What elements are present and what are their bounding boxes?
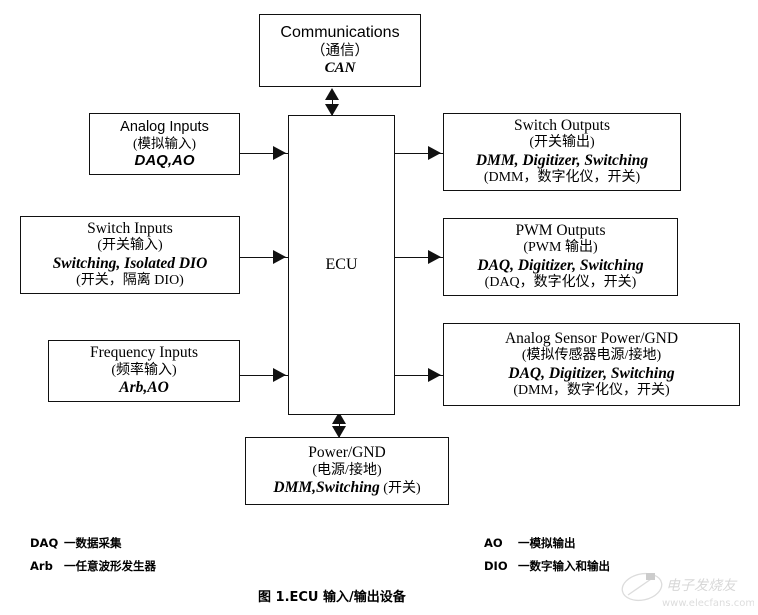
arrowhead-down-power-gnd <box>332 426 346 438</box>
power-gnd-title: Power/GND <box>308 444 386 462</box>
block-switch-inputs: Switch Inputs (开关输入) Switching, Isolated… <box>20 216 240 294</box>
legend-desc-dio: 一数字输入和输出 <box>518 559 610 573</box>
legend-key-daq: DAQ <box>30 536 59 550</box>
analog-inputs-title: Analog Inputs <box>120 118 209 135</box>
block-ecu: ECU <box>288 115 395 415</box>
arrowhead-up-ecu-bottom <box>332 412 346 424</box>
watermark-text: 电子发烧友 <box>666 578 738 594</box>
analog-sensor-power-subtitle: (模拟传感器电源/接地) <box>521 347 662 363</box>
connector-ecu-switch-outputs <box>395 153 443 154</box>
arrowhead-right-switch-inputs <box>273 250 286 264</box>
connector-ecu-pwm-outputs <box>395 257 443 258</box>
connector-communications-ecu <box>332 91 333 115</box>
legend-key-dio: DIO <box>484 559 508 573</box>
legend-key-ao: AO <box>484 536 503 550</box>
block-switch-outputs: Switch Outputs (开关输出) DMM, Digitizer, Sw… <box>443 113 681 191</box>
watermark-elecfans: 电子发烧友 www.elecfans.com <box>621 572 754 609</box>
arrowhead-right-analog-inputs <box>273 146 286 160</box>
pwm-outputs-subtitle: (PWM 输出) <box>523 240 598 256</box>
block-frequency-inputs: Frequency Inputs (频率输入) Arb,AO <box>48 340 240 402</box>
power-gnd-devices-line: DMM,Switching (开关) <box>273 479 420 498</box>
legend-item-arb: Arb 一任意波形发生器 <box>30 558 156 574</box>
block-analog-sensor-power: Analog Sensor Power/GND (模拟传感器电源/接地) DAQ… <box>443 323 740 406</box>
analog-inputs-subtitle: (模拟输入) <box>133 135 196 151</box>
legend-key-arb: Arb <box>30 559 53 573</box>
frequency-inputs-devices: Arb,AO <box>119 379 169 397</box>
communications-title: Communications <box>280 23 400 41</box>
pwm-outputs-title: PWM Outputs <box>515 222 606 240</box>
block-communications: Communications （通信） CAN <box>259 14 421 87</box>
pwm-outputs-devices-cn: (DAQ，数字化仪，开关) <box>484 275 637 291</box>
arrowhead-right-pwm-outputs <box>428 250 441 264</box>
block-analog-inputs: Analog Inputs (模拟输入) DAQ,AO <box>89 113 240 175</box>
power-gnd-devices: DMM,Switching <box>273 479 380 497</box>
legend-item-dio: DIO 一数字输入和输出 <box>484 558 610 574</box>
power-gnd-subtitle: (电源/接地) <box>312 462 382 478</box>
connector-switch-inputs-ecu <box>240 257 288 258</box>
switch-inputs-subtitle: (开关输入) <box>97 238 163 254</box>
analog-sensor-power-title: Analog Sensor Power/GND <box>504 329 679 347</box>
switch-outputs-subtitle: (开关输出) <box>529 135 595 151</box>
power-gnd-devices-cn: (开关) <box>383 481 421 497</box>
ecu-label: ECU <box>325 255 358 273</box>
analog-sensor-power-devices: DAQ, Digitizer, Switching <box>508 364 675 382</box>
switch-outputs-title: Switch Outputs <box>513 117 611 135</box>
connector-analog-inputs-ecu <box>240 153 288 154</box>
connector-frequency-inputs-ecu <box>240 375 288 376</box>
switch-inputs-devices-cn: (开关，隔离 DIO) <box>76 273 184 289</box>
connector-ecu-analog-sensor-power <box>395 375 443 376</box>
arrowhead-right-switch-outputs <box>428 146 441 160</box>
legend-desc-daq: 一数据采集 <box>64 536 122 550</box>
legend-desc-ao: 一模拟输出 <box>518 536 576 550</box>
arrowhead-right-analog-sensor-power <box>428 368 441 382</box>
arrowhead-down-ecu-top <box>325 104 339 116</box>
arrowhead-right-frequency-inputs <box>273 368 286 382</box>
legend-desc-arb: 一任意波形发生器 <box>64 559 156 573</box>
block-pwm-outputs: PWM Outputs (PWM 输出) DAQ, Digitizer, Swi… <box>443 218 678 296</box>
switch-inputs-title: Switch Inputs <box>87 220 173 238</box>
block-power-gnd: Power/GND (电源/接地) DMM,Switching (开关) <box>245 437 449 505</box>
communications-subtitle: （通信） <box>311 42 369 59</box>
analog-sensor-power-devices-cn: (DMM，数字化仪，开关) <box>513 382 670 398</box>
frequency-inputs-title: Frequency Inputs <box>89 344 199 362</box>
arrowhead-up-communications <box>325 88 339 100</box>
analog-inputs-devices: DAQ,AO <box>134 151 195 169</box>
switch-outputs-devices: DMM, Digitizer, Switching <box>475 152 649 169</box>
pwm-outputs-devices: DAQ, Digitizer, Switching <box>477 257 644 274</box>
legend-item-daq: DAQ 一数据采集 <box>30 535 122 551</box>
communications-devices: CAN <box>324 59 356 76</box>
switch-outputs-devices-cn: (DMM，数字化仪，开关) <box>483 170 641 186</box>
switch-inputs-devices: Switching, Isolated DIO <box>52 255 208 272</box>
frequency-inputs-subtitle: (频率输入) <box>111 362 177 378</box>
legend-item-ao: AO 一模拟输出 <box>484 535 576 551</box>
watermark-url: www.elecfans.com <box>662 598 754 609</box>
figure-caption: 图 1.ECU 输入/输出设备 <box>258 590 406 605</box>
